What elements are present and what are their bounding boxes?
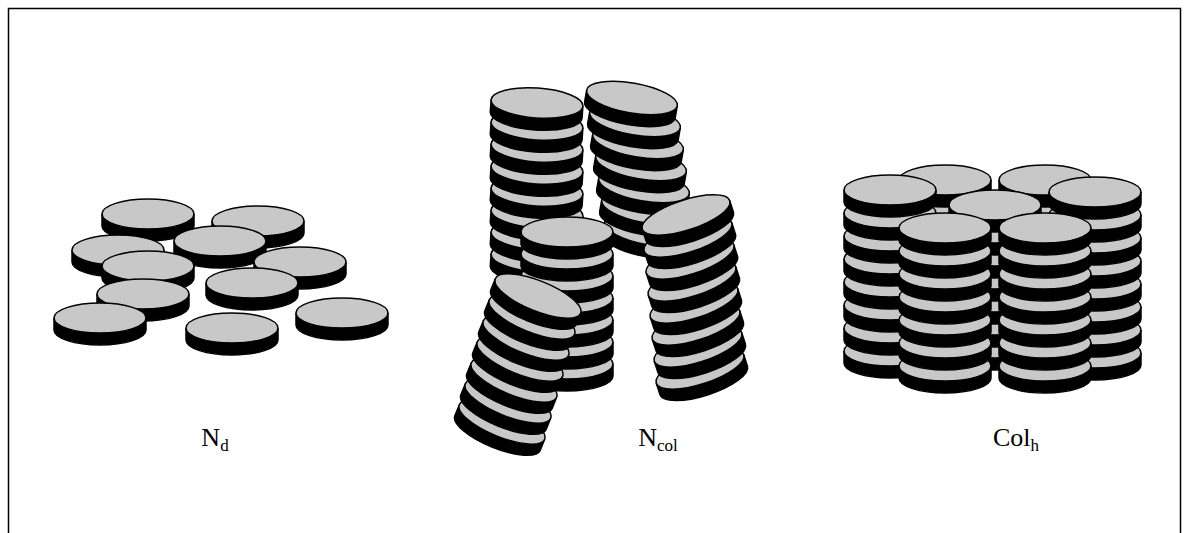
disk	[489, 85, 584, 133]
disk	[638, 187, 738, 255]
disk	[186, 313, 278, 355]
disk-top	[186, 313, 278, 343]
disk	[1049, 177, 1141, 219]
disk-top	[638, 187, 735, 244]
disk-top	[584, 75, 680, 121]
disk	[844, 175, 936, 217]
disk	[485, 265, 586, 338]
disk-top	[102, 251, 194, 281]
disk-top	[54, 303, 146, 333]
disk-top	[490, 85, 584, 121]
disk-top	[844, 175, 936, 205]
disk	[582, 75, 680, 132]
disk	[296, 298, 388, 340]
disk-top	[206, 268, 298, 298]
disk-top	[899, 213, 991, 243]
phase-label: Colh	[993, 422, 1039, 456]
disk-top	[521, 217, 613, 247]
disk-top	[102, 199, 194, 229]
disk	[899, 213, 991, 255]
disk-top	[296, 298, 388, 328]
disk-top	[1049, 177, 1141, 207]
disk-group	[54, 75, 1141, 464]
frame-border	[9, 9, 1181, 533]
disk-top	[999, 213, 1091, 243]
disk	[999, 213, 1091, 255]
disk-top	[490, 265, 587, 327]
disk	[206, 268, 298, 310]
disk-top	[174, 226, 266, 256]
disk	[54, 303, 146, 345]
disk	[521, 217, 613, 259]
phase-label: Ncol	[638, 422, 678, 456]
phase-label: Nd	[201, 422, 228, 456]
